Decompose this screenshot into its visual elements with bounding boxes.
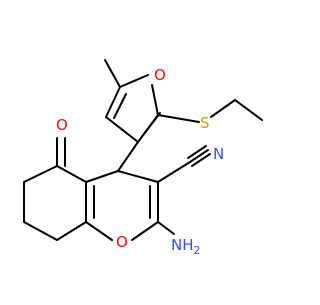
bond [117, 141, 139, 172]
nitrile-nitrogen-label: N [213, 145, 224, 163]
bond [85, 170, 119, 183]
bond [117, 170, 159, 183]
bond [187, 145, 207, 159]
bond [119, 74, 149, 88]
bond [104, 59, 121, 88]
bond [113, 93, 127, 119]
bond [23, 165, 58, 183]
molecule-structure: O S O N O NH2 [23, 59, 263, 257]
bond [56, 165, 87, 183]
furan-oxygen-label: O [154, 66, 166, 84]
amino-label: NH [171, 236, 194, 254]
bond [143, 112, 161, 135]
bond [157, 161, 191, 183]
amino-group-label: NH2 [171, 236, 201, 257]
pyran-oxygen-label: O [116, 233, 128, 251]
molecule-canvas: O S O N O NH2 [23, 59, 263, 257]
bond [85, 221, 113, 241]
bond [23, 221, 58, 241]
bond [131, 221, 159, 241]
amino-subscript: 2 [194, 244, 201, 257]
ketone-oxygen-label: O [56, 116, 68, 134]
bond [157, 114, 200, 123]
bond [56, 221, 87, 241]
bond [105, 116, 139, 143]
bond [191, 153, 211, 167]
bond [105, 86, 121, 118]
bond [210, 99, 236, 118]
bond [151, 84, 159, 116]
bond [157, 221, 175, 235]
atom-labels: O S O N O NH2 [56, 66, 224, 257]
sulfur-label: S [200, 114, 210, 132]
bond [189, 149, 209, 163]
bonds [23, 59, 263, 241]
bond [234, 99, 263, 121]
